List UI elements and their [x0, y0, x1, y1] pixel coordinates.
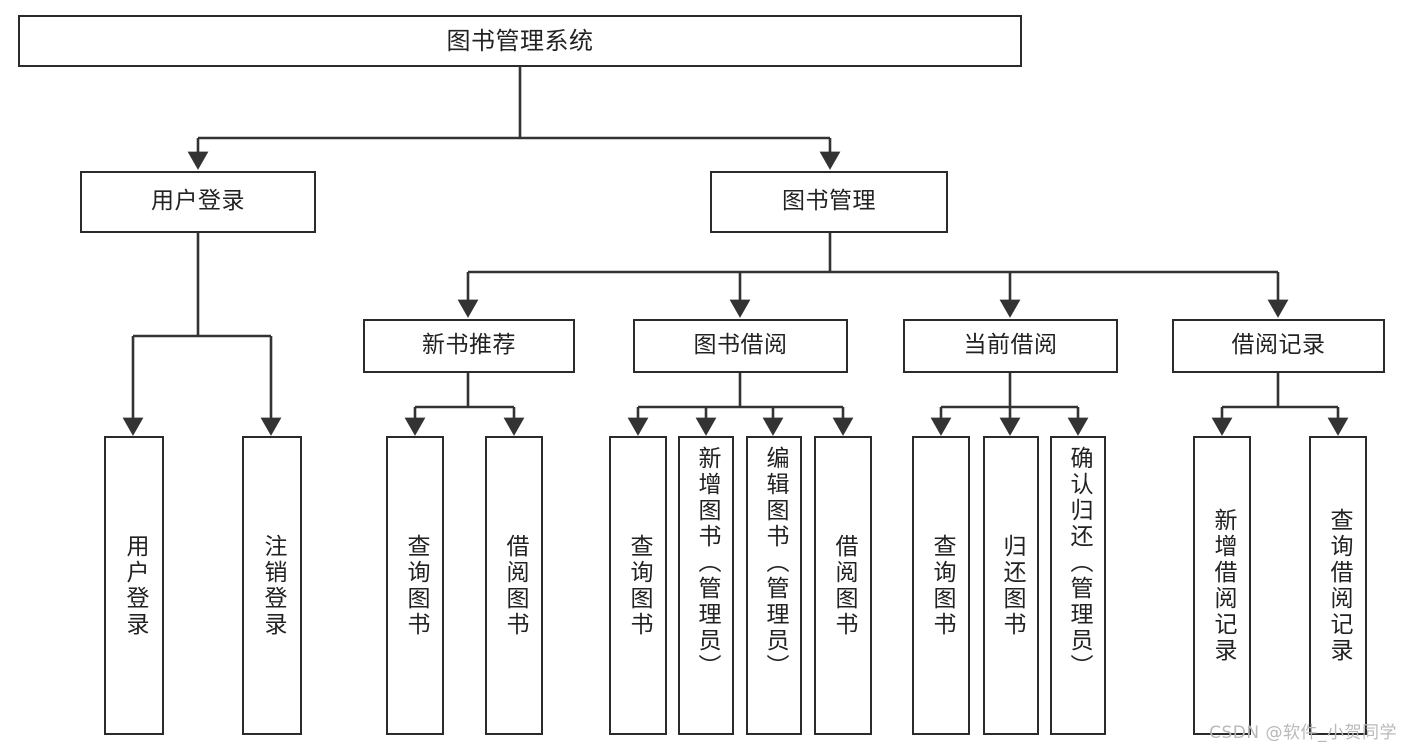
node-label: 图书管理	[782, 188, 876, 215]
leaf-borrow-add-book-admin[interactable]: 新增图书（管理员）	[678, 436, 734, 735]
node-label: 新增借阅记录	[1209, 507, 1236, 664]
node-borrow-record[interactable]: 借阅记录	[1172, 319, 1385, 373]
leaf-recommend-borrow-book[interactable]: 借阅图书	[485, 436, 543, 735]
node-label: 查询借阅记录	[1325, 507, 1352, 664]
leaf-borrow-borrow-book[interactable]: 借阅图书	[814, 436, 872, 735]
leaf-current-return-book[interactable]: 归还图书	[983, 436, 1039, 735]
node-label: 编辑图书（管理员）	[761, 446, 788, 680]
node-label: 新书推荐	[422, 332, 516, 359]
node-label: 借阅图书	[501, 533, 528, 638]
node-user-login[interactable]: 用户登录	[80, 171, 316, 233]
node-label: 图书借阅	[693, 332, 788, 359]
leaf-borrow-query-book[interactable]: 查询图书	[609, 436, 667, 735]
node-label: 查询图书	[402, 533, 429, 638]
leaf-user-logout[interactable]: 注销登录	[242, 436, 302, 735]
node-label: 图书管理系统	[446, 26, 594, 55]
leaf-record-query-borrow-record[interactable]: 查询借阅记录	[1309, 436, 1367, 735]
node-root-book-management-system[interactable]: 图书管理系统	[18, 15, 1022, 67]
leaf-current-query-book[interactable]: 查询图书	[912, 436, 970, 735]
node-label: 查询图书	[928, 533, 955, 638]
node-new-book-recommend[interactable]: 新书推荐	[363, 319, 575, 373]
node-label: 用户登录	[121, 533, 148, 638]
node-label: 注销登录	[259, 533, 286, 638]
node-label: 当前借阅	[963, 332, 1058, 359]
leaf-recommend-query-book[interactable]: 查询图书	[386, 436, 444, 735]
node-label: 新增图书（管理员）	[693, 446, 720, 680]
node-label: 确认归还（管理员）	[1065, 446, 1092, 680]
node-label: 查询图书	[625, 533, 652, 638]
node-label: 借阅记录	[1231, 332, 1326, 359]
node-book-borrow[interactable]: 图书借阅	[633, 319, 848, 373]
node-current-borrow[interactable]: 当前借阅	[903, 319, 1118, 373]
watermark: CSDN @软件_小贺同学	[1209, 723, 1397, 743]
leaf-current-confirm-return-admin[interactable]: 确认归还（管理员）	[1050, 436, 1106, 735]
node-label: 借阅图书	[830, 533, 857, 638]
node-label: 归还图书	[998, 533, 1025, 638]
leaf-borrow-edit-book-admin[interactable]: 编辑图书（管理员）	[746, 436, 802, 735]
node-label: 用户登录	[151, 188, 245, 215]
leaf-user-login[interactable]: 用户登录	[104, 436, 164, 735]
node-book-management[interactable]: 图书管理	[710, 171, 948, 233]
leaf-record-add-borrow-record[interactable]: 新增借阅记录	[1193, 436, 1251, 735]
